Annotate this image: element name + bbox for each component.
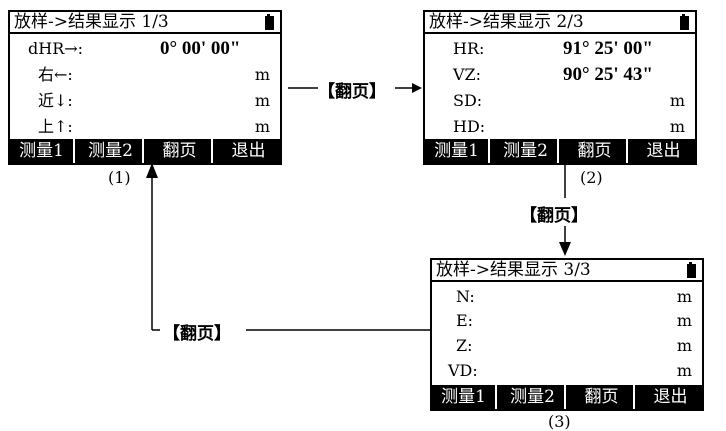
softkey-measure1[interactable]: 测量1 xyxy=(10,139,75,163)
row-unit: m xyxy=(669,117,685,136)
row-label: dHR→: xyxy=(28,39,84,58)
row-label: N: xyxy=(456,287,475,306)
softkey-measure2[interactable]: 测量2 xyxy=(494,139,559,163)
row-unit: m xyxy=(676,336,692,355)
row-label: VD: xyxy=(448,361,478,380)
screen-2: 放样->结果显示 2/3 HR: 91° 25' 00" VZ: 90° 25'… xyxy=(423,10,697,165)
row-label: 上↑: xyxy=(38,117,73,136)
row-vd: VD: m xyxy=(432,358,702,383)
softkey-exit[interactable]: 退出 xyxy=(653,387,688,407)
row-value: 90° 25' 43" xyxy=(563,64,653,85)
row-label: Z: xyxy=(456,336,473,355)
caption-2: (2) xyxy=(580,168,603,187)
row-near: 近↓: m xyxy=(10,88,280,113)
row-unit: m xyxy=(254,91,270,110)
page-turn-label-3to1: 【翻页】 xyxy=(163,324,231,344)
softkey-exit[interactable]: 退出 xyxy=(231,141,266,161)
row-label: HD: xyxy=(453,117,486,136)
battery-icon xyxy=(265,14,274,30)
caption-1: (1) xyxy=(108,168,131,187)
softkey-page[interactable]: 翻页 xyxy=(563,139,628,163)
softkey-page[interactable]: 翻页 xyxy=(570,385,635,409)
row-sd: SD: m xyxy=(425,88,695,113)
row-unit: m xyxy=(676,361,692,380)
softkey-exit[interactable]: 退出 xyxy=(646,141,681,161)
screen-title: 放样->结果显示 1/3 xyxy=(10,12,280,34)
row-label: VZ: xyxy=(453,65,482,84)
row-up: 上↑: m xyxy=(10,114,280,139)
row-hr: HR: 91° 25' 00" xyxy=(425,36,695,61)
row-label: E: xyxy=(456,311,474,330)
screen-1: 放样->结果显示 1/3 dHR→: 0° 00' 00" 右←: m 近↓: … xyxy=(8,10,282,165)
row-label: 近↓: xyxy=(38,91,73,110)
softkey-page[interactable]: 翻页 xyxy=(148,139,213,163)
row-unit: m xyxy=(254,65,270,84)
softkey-bar: 测量1 测量2 翻页 退出 xyxy=(432,385,702,409)
battery-icon xyxy=(687,262,696,278)
softkey-bar: 测量1 测量2 翻页 退出 xyxy=(10,139,280,163)
row-dhr: dHR→: 0° 00' 00" xyxy=(10,36,280,61)
row-right: 右←: m xyxy=(10,62,280,87)
row-vz: VZ: 90° 25' 43" xyxy=(425,62,695,87)
screen-title: 放样->结果显示 2/3 xyxy=(425,12,695,34)
softkey-measure2[interactable]: 测量2 xyxy=(501,385,566,409)
row-label: 右←: xyxy=(38,65,73,84)
caption-3: (3) xyxy=(548,412,571,431)
row-label: HR: xyxy=(453,39,485,58)
row-hd: HD: m xyxy=(425,114,695,139)
softkey-measure1[interactable]: 测量1 xyxy=(432,385,497,409)
battery-icon xyxy=(680,14,689,30)
softkey-bar: 测量1 测量2 翻页 退出 xyxy=(425,139,695,163)
row-value: 91° 25' 00" xyxy=(563,38,653,59)
row-unit: m xyxy=(676,287,692,306)
row-e: E: m xyxy=(432,308,702,333)
softkey-measure2[interactable]: 测量2 xyxy=(79,139,144,163)
screen-3: 放样->结果显示 3/3 N: m E: m Z: m VD: m 测量1 测量… xyxy=(430,258,704,411)
page-turn-label-1to2: 【翻页】 xyxy=(318,82,386,102)
row-label: SD: xyxy=(453,91,483,110)
row-n: N: m xyxy=(432,284,702,309)
page-turn-label-2to3: 【翻页】 xyxy=(520,206,588,226)
row-unit: m xyxy=(676,311,692,330)
row-value: 0° 00' 00" xyxy=(160,38,241,59)
screen-title: 放样->结果显示 3/3 xyxy=(432,260,702,282)
row-z: Z: m xyxy=(432,333,702,358)
softkey-measure1[interactable]: 测量1 xyxy=(425,139,490,163)
row-unit: m xyxy=(254,117,270,136)
row-unit: m xyxy=(669,91,685,110)
